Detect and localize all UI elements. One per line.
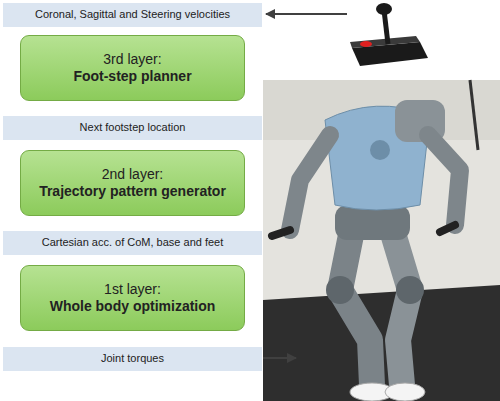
layer-title: Trajectory pattern generator [39,183,226,201]
input-arrow [266,13,347,15]
signal-label: Joint torques [101,352,164,366]
signal-label: Coronal, Sagittal and Steering velocitie… [35,8,230,22]
signal-band: Next footstep location [3,116,262,140]
layer-heading: 2nd layer: [102,166,163,184]
robot-photo [263,80,500,401]
layer-title: Foot-step planner [73,68,191,86]
signal-band: Joint torques [3,347,262,371]
signal-band: Cartesian acc. of CoM, base and feet [3,231,262,255]
layer-box: 2nd layer:Trajectory pattern generator [20,150,245,216]
layer-heading: 3rd layer: [103,51,161,69]
signal-label: Cartesian acc. of CoM, base and feet [42,236,224,250]
joystick-icon [350,3,428,66]
signal-label: Next footstep location [80,121,186,135]
layer-heading: 1st layer: [104,281,161,299]
output-arrow [263,357,296,359]
layer-box: 3rd layer:Foot-step planner [20,35,245,101]
layer-title: Whole body optimization [50,298,216,316]
layer-box: 1st layer:Whole body optimization [20,265,245,331]
signal-band: Coronal, Sagittal and Steering velocitie… [3,3,262,27]
